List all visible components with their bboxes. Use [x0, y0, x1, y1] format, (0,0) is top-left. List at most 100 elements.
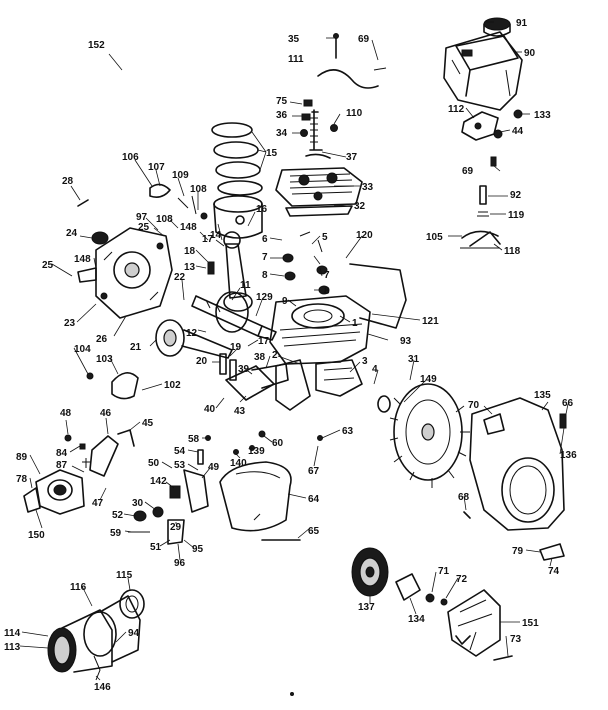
callout-28: 28	[62, 176, 74, 187]
callout-34: 34	[276, 128, 288, 139]
head-gasket	[285, 205, 353, 217]
callout-8: 8	[262, 270, 268, 281]
callout-69: 69	[358, 34, 370, 45]
callout-146: 146	[94, 682, 111, 693]
callout-9: 9	[282, 296, 288, 307]
callout-11: 11	[240, 280, 251, 291]
callout-151: 151	[522, 618, 539, 629]
valve-assembly	[300, 99, 338, 159]
callout-6: 6	[262, 234, 268, 245]
callout-14: 14	[210, 230, 222, 241]
callout-136: 136	[560, 450, 577, 461]
callout-93: 93	[400, 336, 412, 347]
blower-housing	[469, 397, 567, 531]
callout-25: 25	[42, 260, 54, 271]
breather-assembly	[225, 359, 311, 411]
callout-33: 33	[362, 182, 374, 193]
leader-lines	[19, 21, 569, 681]
callout-5: 5	[322, 232, 328, 243]
callout-25: 25	[138, 222, 150, 233]
callout-39: 39	[238, 364, 250, 375]
callout-91: 91	[516, 18, 528, 29]
callout-43: 43	[234, 406, 246, 417]
tappets	[219, 353, 237, 381]
callout-44: 44	[512, 126, 524, 137]
callout-87: 87	[56, 460, 68, 471]
callout-66: 66	[562, 398, 574, 409]
callout-148: 148	[74, 254, 91, 265]
callout-53: 53	[174, 460, 186, 471]
callout-112: 112	[448, 104, 465, 115]
callout-110: 110	[346, 108, 363, 119]
breather-tube	[317, 33, 387, 89]
callout-139: 139	[248, 446, 265, 457]
governor-parts	[149, 183, 208, 220]
rewind-starter	[447, 589, 501, 657]
callout-73: 73	[510, 634, 522, 645]
callout-89: 89	[16, 452, 28, 463]
callout-7: 7	[324, 270, 330, 281]
piston-rings	[211, 122, 263, 196]
callout-29: 29	[170, 522, 182, 533]
callout-129: 129	[256, 292, 273, 303]
callout-13: 13	[184, 262, 196, 273]
callout-119: 119	[508, 210, 525, 221]
starter-pulley	[351, 547, 389, 597]
callout-90: 90	[524, 48, 536, 59]
callout-16: 16	[256, 204, 268, 215]
callout-1: 1	[352, 318, 358, 329]
callout-78: 78	[16, 474, 28, 485]
cylinder-block	[269, 263, 407, 365]
callout-115: 115	[116, 570, 133, 581]
cam-gear	[155, 319, 233, 359]
callout-148: 148	[180, 222, 197, 233]
fuel-line-parts	[460, 185, 501, 249]
callout-59: 59	[110, 528, 122, 539]
callout-92: 92	[510, 190, 522, 201]
handle-79	[539, 543, 565, 561]
callout-30: 30	[132, 498, 144, 509]
callout-97: 97	[136, 212, 148, 223]
callout-74: 74	[548, 566, 560, 577]
callout-17: 17	[202, 234, 214, 245]
callout-108: 108	[190, 184, 207, 195]
crankshaft	[191, 291, 277, 341]
fuel-tank-bracket	[461, 111, 499, 141]
callout-26: 26	[96, 334, 108, 345]
callout-135: 135	[534, 390, 551, 401]
oil-seal	[91, 231, 109, 245]
callout-15: 15	[266, 148, 278, 159]
callout-121: 121	[422, 316, 439, 327]
callout-134: 134	[408, 614, 425, 625]
callout-150: 150	[28, 530, 45, 541]
screw-68	[463, 511, 471, 519]
callout-46: 46	[100, 408, 112, 419]
callout-58: 58	[188, 434, 200, 445]
callout-50: 50	[148, 458, 160, 469]
callout-133: 133	[534, 110, 551, 121]
callout-32: 32	[354, 201, 366, 212]
callout-35: 35	[288, 34, 300, 45]
callout-47: 47	[92, 498, 104, 509]
callout-106: 106	[122, 152, 139, 163]
callout-37: 37	[346, 152, 358, 163]
callout-18: 18	[184, 246, 196, 257]
muffler	[315, 359, 363, 397]
callout-54: 54	[174, 446, 186, 457]
page-mark	[290, 692, 294, 696]
tank-mount-bolt	[490, 156, 497, 167]
governor-linkage	[64, 429, 135, 477]
callout-20: 20	[196, 356, 208, 367]
callout-4: 4	[372, 364, 378, 375]
fuel-cap	[483, 17, 511, 37]
cover-gasket-part	[77, 267, 97, 283]
callout-21: 21	[130, 342, 142, 353]
callout-103: 103	[96, 354, 113, 365]
drain-plug	[77, 199, 89, 207]
callout-19: 19	[230, 342, 242, 353]
callout-38: 38	[254, 352, 266, 363]
callout-108: 108	[156, 214, 173, 225]
callout-51: 51	[150, 542, 162, 553]
callout-70: 70	[468, 400, 480, 411]
